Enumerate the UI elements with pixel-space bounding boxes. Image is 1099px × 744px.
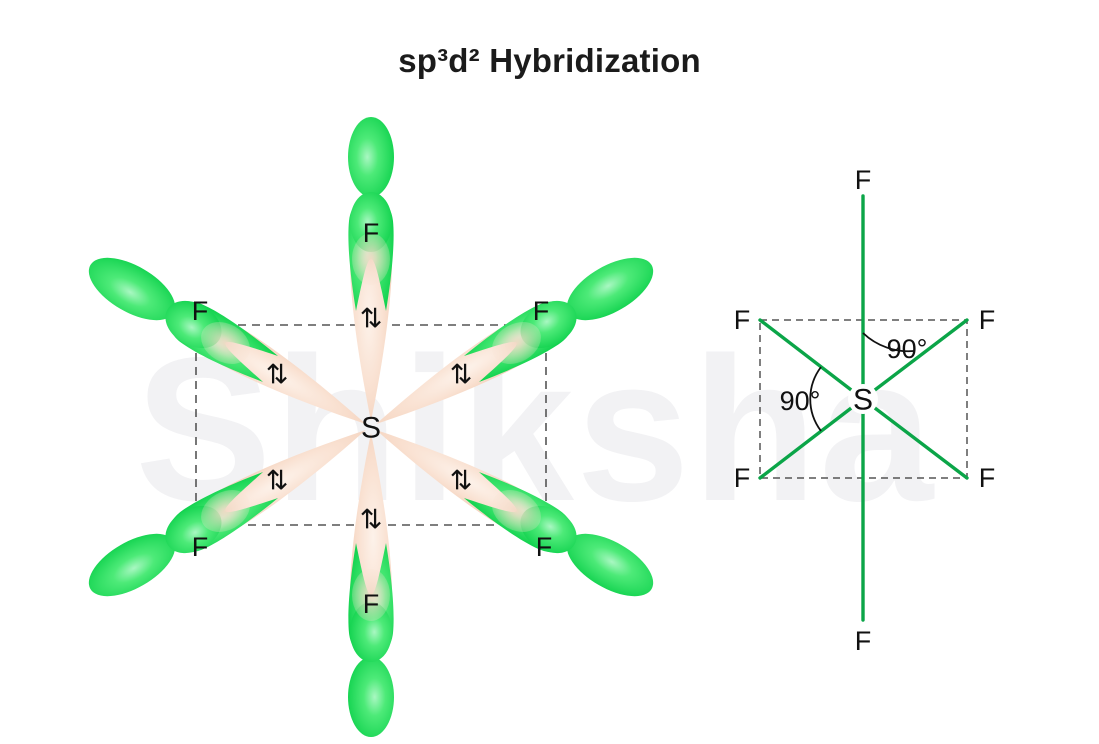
electron-pair-upper-right: ⇅ xyxy=(450,360,473,391)
bond-upper-right xyxy=(861,318,969,401)
bond-lower-left xyxy=(758,397,865,480)
fluorine-labels-left: F F F F F F xyxy=(192,218,553,619)
fluorine-labels-right: F F F F F F xyxy=(734,165,996,656)
bond-lines xyxy=(758,194,969,622)
electron-pair-symbols: ⇅ ⇅ ⇅ ⇅ ⇅ ⇅ xyxy=(266,304,473,536)
electron-pair-up: ⇅ xyxy=(360,304,383,335)
f-label-right-upper-right: F xyxy=(979,305,996,335)
electron-pair-down: ⇅ xyxy=(360,505,383,536)
f-label-top: F xyxy=(363,218,380,248)
f-label-upper-right: F xyxy=(533,296,550,326)
bond-upper-left xyxy=(758,318,865,401)
angle-arc-left xyxy=(809,366,822,432)
center-atom-knockout xyxy=(848,384,878,414)
hybrid-orbital-overlap-diagram: ⇅ ⇅ ⇅ ⇅ ⇅ ⇅ S F F F F F F xyxy=(88,117,654,737)
f-label-right-lower-left: F xyxy=(734,463,751,493)
orbital-back-lobes xyxy=(88,117,654,737)
f-label-lower-right: F xyxy=(536,532,553,562)
f-label-right-bottom: F xyxy=(855,626,872,656)
f-label-bottom: F xyxy=(363,589,380,619)
angle-label-right: 90° xyxy=(887,334,928,364)
center-atom-sulfur-right: S xyxy=(853,384,873,417)
f-label-right-top: F xyxy=(855,165,872,195)
page-title: sp³d² Hybridization xyxy=(398,42,701,79)
angle-arcs xyxy=(809,332,915,432)
octahedral-skeleton-diagram: S 90° 90° F F F F F F xyxy=(734,165,996,656)
electron-pair-upper-left: ⇅ xyxy=(266,360,289,391)
angle-label-left: 90° xyxy=(780,386,821,416)
angle-arc-right xyxy=(862,332,915,353)
f-label-right-lower-right: F xyxy=(979,463,996,493)
f-label-upper-left: F xyxy=(192,296,209,326)
bond-lower-right xyxy=(861,397,969,480)
electron-pair-lower-left: ⇅ xyxy=(266,466,289,497)
center-atom-sulfur-left: S xyxy=(361,412,381,445)
electron-pair-lower-right: ⇅ xyxy=(450,466,473,497)
f-label-right-upper-left: F xyxy=(734,305,751,335)
f-label-lower-left: F xyxy=(192,532,209,562)
